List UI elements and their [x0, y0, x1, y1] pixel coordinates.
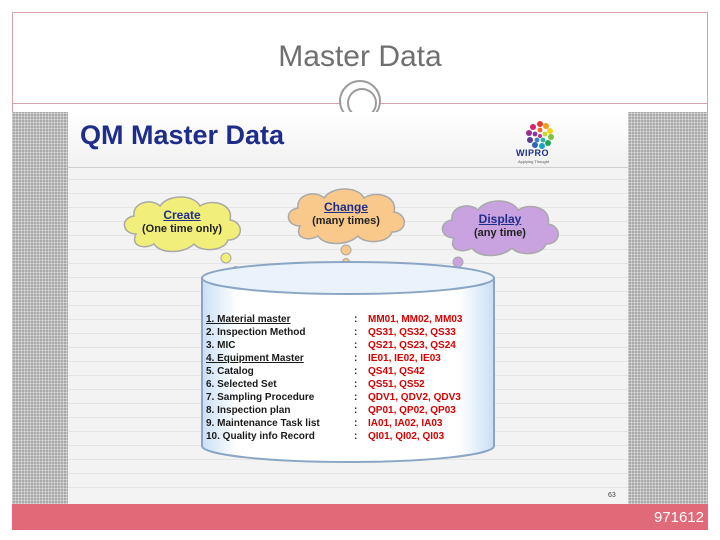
cloud-shape-icon	[123, 196, 241, 253]
list-item-label: 3. MIC	[206, 340, 236, 351]
list-item-separator: :	[354, 418, 358, 429]
list-item-separator: :	[354, 366, 358, 377]
list-item-tcodes: QS51, QS52	[368, 379, 425, 390]
cloud-shape-icon	[441, 200, 559, 257]
list-item-label: 10. Quality info Record	[206, 431, 315, 442]
list-item-separator: :	[354, 379, 358, 390]
list-item-tcodes: IE01, IE02, IE03	[368, 353, 441, 364]
create-cloud: Create (One time only)	[118, 192, 246, 254]
list-item-separator: :	[354, 405, 358, 416]
list-item-label: 8. Inspection plan	[206, 405, 291, 416]
cloud-shape-icon	[287, 188, 405, 245]
logo-text: WIPRO	[516, 148, 549, 158]
list-item-label: 6. Selected Set	[206, 379, 277, 390]
list-item-tcodes: QS21, QS23, QS24	[368, 340, 456, 351]
embedded-slide-image: QM Master Data WIPRO Applying Thought C	[68, 112, 628, 516]
display-sub-label: (any time)	[474, 227, 526, 239]
list-item-separator: :	[354, 353, 358, 364]
list-item-separator: :	[354, 314, 358, 325]
list-item-tcodes: QDV1, QDV2, QDV3	[368, 392, 461, 403]
list-item-tcodes: MM01, MM02, MM03	[368, 314, 463, 325]
change-sub-label: (many times)	[312, 215, 380, 227]
list-item-tcodes: IA01, IA02, IA03	[368, 418, 443, 429]
create-label: Create	[163, 208, 201, 222]
list-item-label: 7. Sampling Procedure	[206, 392, 315, 403]
inner-page-number: 63	[608, 492, 616, 499]
right-pattern-panel	[628, 112, 708, 504]
list-item-label: 2. Inspection Method	[206, 327, 306, 338]
slide-title: Master Data	[278, 40, 442, 73]
list-item-tcodes: QI01, QI02, QI03	[368, 431, 445, 442]
list-item-label: 4. Equipment Master	[206, 353, 304, 364]
display-cloud: Display (any time)	[436, 196, 564, 258]
create-sub-label: (One time only)	[141, 223, 223, 235]
display-label: Display	[478, 212, 522, 226]
database-cylinder-icon	[201, 261, 495, 463]
logo-tagline: Applying Thought	[518, 159, 550, 164]
footer-bar	[12, 504, 708, 530]
list-item-tcodes: QS31, QS32, QS33	[368, 327, 456, 338]
list-item-tcodes: QP01, QP02, QP03	[368, 405, 456, 416]
left-pattern-panel	[12, 112, 68, 504]
list-item-separator: :	[354, 327, 358, 338]
list-item-label: 5. Catalog	[206, 366, 254, 377]
list-item-separator: :	[354, 340, 358, 351]
slide-number: 971612	[653, 509, 704, 526]
list-item-separator: :	[354, 392, 358, 403]
change-cloud: Change (many times)	[282, 184, 410, 246]
list-item-tcodes: QS41, QS42	[368, 366, 425, 377]
inner-title: QM Master Data	[80, 120, 285, 150]
change-label: Change	[323, 200, 368, 214]
wipro-logo-icon	[526, 121, 554, 149]
list-item-label: 1. Material master	[206, 314, 291, 325]
list-item-separator: :	[354, 431, 358, 442]
list-item-label: 9. Maintenance Task list	[206, 418, 320, 429]
